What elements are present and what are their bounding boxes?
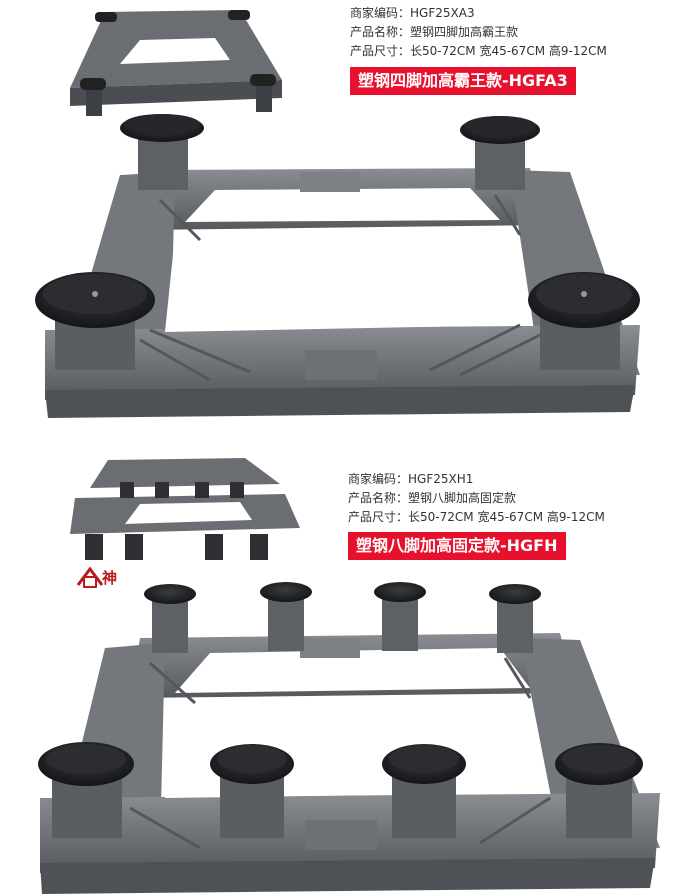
- spec-separator: ：: [398, 6, 411, 20]
- spec-label: 产品尺寸: [350, 44, 399, 58]
- spec-row-size: 产品尺寸：长50-72CM 宽45-67CM 高9-12CM: [350, 42, 607, 61]
- spec-separator: ：: [396, 472, 409, 486]
- foot-front-3: [382, 744, 466, 838]
- base-frame-main: [40, 633, 660, 894]
- spec-row-name: 产品名称：塑钢四脚加高霸王款: [350, 23, 607, 42]
- foot-back-left: [120, 114, 204, 190]
- foot-back-1: [144, 584, 196, 653]
- product-section-hgfh: 神 商家编码：HGF25XH1 产品名称：塑钢八脚加高固定款 产品尺寸：长50-…: [0, 448, 700, 894]
- product-title-badge: 塑钢四脚加高霸王款-HGFA3: [350, 67, 576, 95]
- foot-front-right: [528, 272, 640, 370]
- spec-list: 商家编码：HGF25XH1 产品名称：塑钢八脚加高固定款 产品尺寸：长50-72…: [348, 470, 605, 527]
- foot-back-right: [460, 116, 540, 190]
- spec-value: 长50-72CM 宽45-67CM 高9-12CM: [408, 510, 605, 524]
- product-title-badge: 塑钢八脚加高固定款-HGFH: [348, 532, 566, 560]
- brand-logo-text: 神: [102, 569, 118, 587]
- spec-row-name: 产品名称：塑钢八脚加高固定款: [348, 489, 605, 508]
- thumbnail-four-foot: [70, 10, 282, 116]
- foot-front-4: [555, 743, 643, 838]
- spec-label: 商家编码: [350, 6, 399, 20]
- spec-row-code: 商家编码：HGF25XH1: [348, 470, 605, 489]
- spec-value: 长50-72CM 宽45-67CM 高9-12CM: [410, 44, 607, 58]
- product-section-hgfa3: 商家编码：HGF25XA3 产品名称：塑钢四脚加高霸王款 产品尺寸：长50-72…: [0, 0, 700, 440]
- spec-value: 塑钢八脚加高固定款: [408, 491, 517, 505]
- product-photo-four-foot: [35, 10, 640, 418]
- spec-label: 产品名称: [350, 25, 399, 39]
- spec-value: 塑钢四脚加高霸王款: [410, 25, 519, 39]
- spec-label: 产品名称: [348, 491, 397, 505]
- house-logo-icon: [76, 566, 104, 588]
- brand-logo: 神: [74, 565, 132, 589]
- spec-separator: ：: [396, 491, 409, 505]
- spec-row-size: 产品尺寸：长50-72CM 宽45-67CM 高9-12CM: [348, 508, 605, 527]
- spec-label: 商家编码: [348, 472, 397, 486]
- base-frame-main: [45, 168, 640, 418]
- product-photo-eight-foot: [38, 458, 660, 894]
- spec-value: HGF25XH1: [408, 472, 474, 486]
- foot-front-2: [210, 744, 294, 838]
- thumbnail-eight-foot: [70, 458, 300, 560]
- foot-front-1: [38, 742, 134, 838]
- spec-separator: ：: [398, 44, 411, 58]
- foot-back-2: [260, 582, 312, 651]
- spec-separator: ：: [396, 510, 409, 524]
- spec-label: 产品尺寸: [348, 510, 397, 524]
- foot-front-left: [35, 272, 155, 370]
- spec-list: 商家编码：HGF25XA3 产品名称：塑钢四脚加高霸王款 产品尺寸：长50-72…: [350, 4, 607, 61]
- spec-row-code: 商家编码：HGF25XA3: [350, 4, 607, 23]
- spec-separator: ：: [398, 25, 411, 39]
- spec-value: HGF25XA3: [410, 6, 475, 20]
- foot-back-3: [374, 582, 426, 651]
- foot-back-4: [489, 584, 541, 653]
